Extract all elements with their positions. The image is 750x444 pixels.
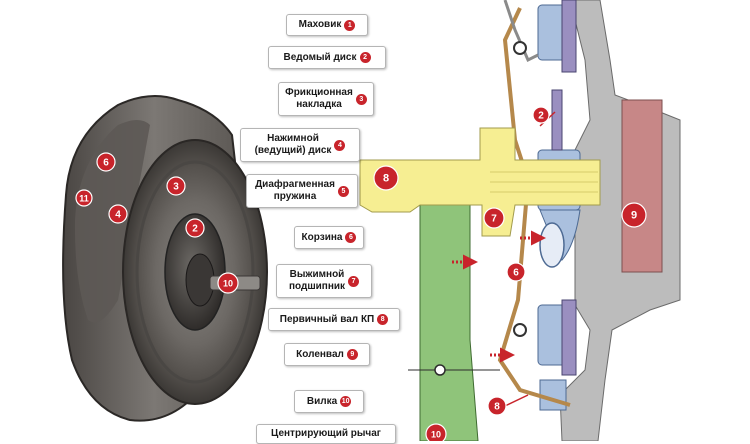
diagram-marker bbox=[373, 165, 399, 191]
photo-marker bbox=[185, 218, 205, 238]
diagram-marker bbox=[532, 106, 550, 124]
diagram-marker-number: 6 bbox=[513, 268, 519, 279]
fork bbox=[419, 189, 479, 441]
diagram-marker bbox=[487, 396, 507, 416]
photo-marker bbox=[75, 189, 93, 207]
num-badge: 3 bbox=[355, 93, 367, 105]
diagram-marker bbox=[621, 202, 647, 228]
num-badge: 2 bbox=[359, 52, 371, 63]
photo-marker-number: 11 bbox=[79, 194, 89, 204]
num-badge: 8 bbox=[377, 314, 389, 325]
diagram-marker bbox=[425, 423, 447, 441]
num-badge: 7 bbox=[348, 275, 360, 287]
input-shaft bbox=[359, 127, 601, 237]
crankshaft bbox=[621, 99, 663, 273]
diagram-marker-number: 9 bbox=[631, 210, 637, 222]
diagram-marker-number: 7 bbox=[491, 214, 497, 225]
cross-section bbox=[359, 0, 681, 441]
num-badge: 6 bbox=[345, 232, 357, 243]
diagram-marker-number: 2 bbox=[538, 111, 544, 122]
num-badge: 10 bbox=[340, 396, 352, 407]
num-badge: 1 bbox=[344, 19, 356, 31]
diagram-marker-number: 8 bbox=[494, 402, 500, 413]
diagram-marker-number: 8 bbox=[383, 173, 389, 185]
diagram-marker bbox=[483, 207, 505, 229]
photo-marker-number: 10 bbox=[223, 279, 233, 289]
label-centering-lever: Центрирующий рычаг bbox=[256, 424, 396, 444]
diagram-marker-number: 10 bbox=[431, 430, 441, 440]
num-badge: 9 bbox=[346, 349, 358, 360]
num-badge: 4 bbox=[334, 139, 346, 151]
clutch-photo bbox=[62, 95, 268, 422]
num-badge: 5 bbox=[337, 185, 349, 197]
photo-marker bbox=[108, 204, 128, 224]
photo-marker bbox=[217, 272, 239, 294]
photo-marker-number: 4 bbox=[115, 210, 121, 221]
photo-marker-number: 6 bbox=[103, 158, 109, 169]
photo-marker bbox=[96, 152, 116, 172]
photo-marker-number: 2 bbox=[192, 224, 198, 235]
photo-marker-number: 3 bbox=[173, 182, 179, 193]
diagram-marker bbox=[506, 262, 526, 282]
photo-marker bbox=[166, 176, 186, 196]
